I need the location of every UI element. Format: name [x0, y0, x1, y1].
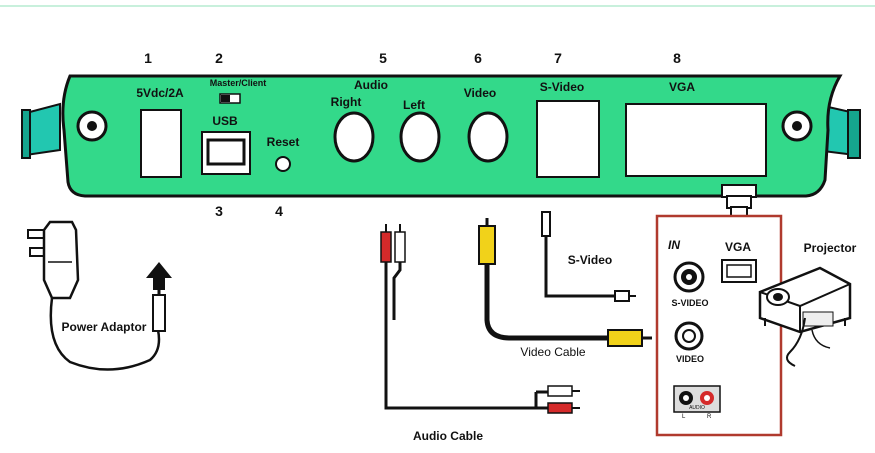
master-client-switch — [220, 94, 240, 103]
power-adaptor — [28, 222, 165, 370]
port-number-6: 6 — [474, 50, 482, 66]
left-side-connector — [22, 104, 60, 158]
input-audio-r-label: R — [707, 414, 712, 420]
port-number-2: 2 — [215, 50, 223, 66]
audio-left-jack — [401, 113, 439, 161]
vga-port — [626, 104, 766, 176]
input-audio-label: AUDIO — [689, 405, 705, 411]
video-cable-label: Video Cable — [520, 345, 585, 359]
audio-label: Audio — [354, 78, 388, 92]
audio-right-jack — [335, 113, 373, 161]
projector-label: Projector — [804, 241, 857, 255]
input-vga-label: VGA — [725, 240, 751, 254]
reset-button — [276, 157, 290, 171]
power-port-label: 5Vdc/2A — [136, 86, 184, 100]
port-number-5: 5 — [379, 50, 387, 66]
input-in-label: IN — [668, 238, 680, 252]
input-svideo-label: S-VIDEO — [671, 298, 708, 308]
input-video-port — [676, 323, 702, 349]
left-screw — [78, 112, 106, 140]
svideo-port — [537, 101, 599, 177]
svideo-port-label: S-Video — [540, 80, 584, 94]
input-vga-port — [722, 260, 756, 282]
input-video-label: VIDEO — [676, 354, 704, 364]
video-cable — [479, 218, 652, 346]
audio-right-label: Right — [331, 95, 362, 109]
usb-port — [202, 132, 250, 174]
reset-label: Reset — [267, 135, 300, 149]
right-screw — [783, 112, 811, 140]
master-client-label: Master/Client — [210, 78, 267, 88]
svideo-cable-label: S-Video — [568, 253, 612, 267]
vga-port-label: VGA — [669, 80, 695, 94]
video-label: Video — [464, 86, 496, 100]
port-number-8: 8 — [673, 50, 681, 66]
audio-cable-label: Audio Cable — [413, 429, 483, 443]
port-number-1: 1 — [144, 50, 152, 66]
up-arrow-icon — [146, 262, 172, 290]
port-number-4: 4 — [275, 203, 283, 219]
port-number-7: 7 — [554, 50, 562, 66]
power-port — [141, 110, 181, 177]
video-jack — [469, 113, 507, 161]
input-svideo-port — [675, 263, 703, 291]
usb-label: USB — [212, 114, 238, 128]
port-number-3: 3 — [215, 203, 223, 219]
power-adaptor-label: Power Adaptor — [62, 320, 147, 334]
audio-left-label: Left — [403, 98, 425, 112]
